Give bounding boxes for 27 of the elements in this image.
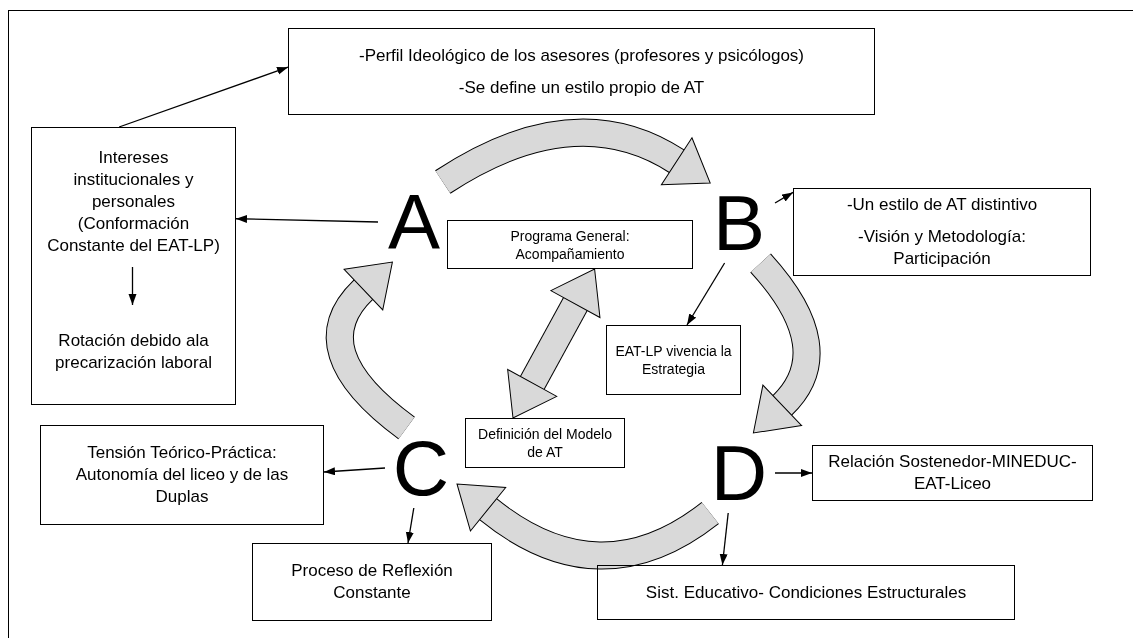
text-box — [40, 425, 324, 525]
box-text: EAT-LP vivencia la Estrategia — [614, 342, 733, 378]
text-box — [793, 188, 1091, 276]
stage-letter: B — [703, 183, 775, 263]
text-box — [447, 220, 693, 269]
outline-box — [31, 127, 236, 405]
text-box — [465, 418, 625, 468]
stage-letter: C — [385, 428, 457, 508]
text-box — [597, 565, 1015, 620]
box-text: Relación Sostenedor-MINEDUC- EAT-Liceo — [827, 451, 1078, 495]
text-box — [288, 28, 875, 115]
text-box — [252, 543, 492, 621]
box-text: Tensión Teórico-Práctica: Autonomía del liceo y de las Duplas — [74, 442, 290, 508]
box-text: Rotación debido ala precarización laboral — [32, 306, 235, 398]
box-text: Intereses institucionales y personales (Conformación Constante del EAT-LP) — [32, 136, 235, 268]
text-box — [606, 325, 741, 395]
box-text: -Visión y Metodología: Participación — [857, 226, 1027, 270]
box-text: Sist. Educativo- Condiciones Estructurales — [644, 581, 968, 604]
box-text: -Un estilo de AT distintivo — [845, 194, 1039, 216]
box-text: Definición del Modelo de AT — [477, 425, 613, 461]
stage-letter: A — [378, 182, 450, 262]
box-text: -Se define un estilo propio de AT — [457, 76, 706, 99]
box-text: -Perfil Ideológico de los asesores (profesores y psicólogos) — [357, 44, 805, 67]
box-text: Programa General: Acompañamiento — [509, 226, 631, 263]
text-box — [812, 445, 1093, 501]
box-text: Proceso de Reflexión Constante — [290, 560, 454, 604]
stage-letter: D — [703, 433, 775, 513]
